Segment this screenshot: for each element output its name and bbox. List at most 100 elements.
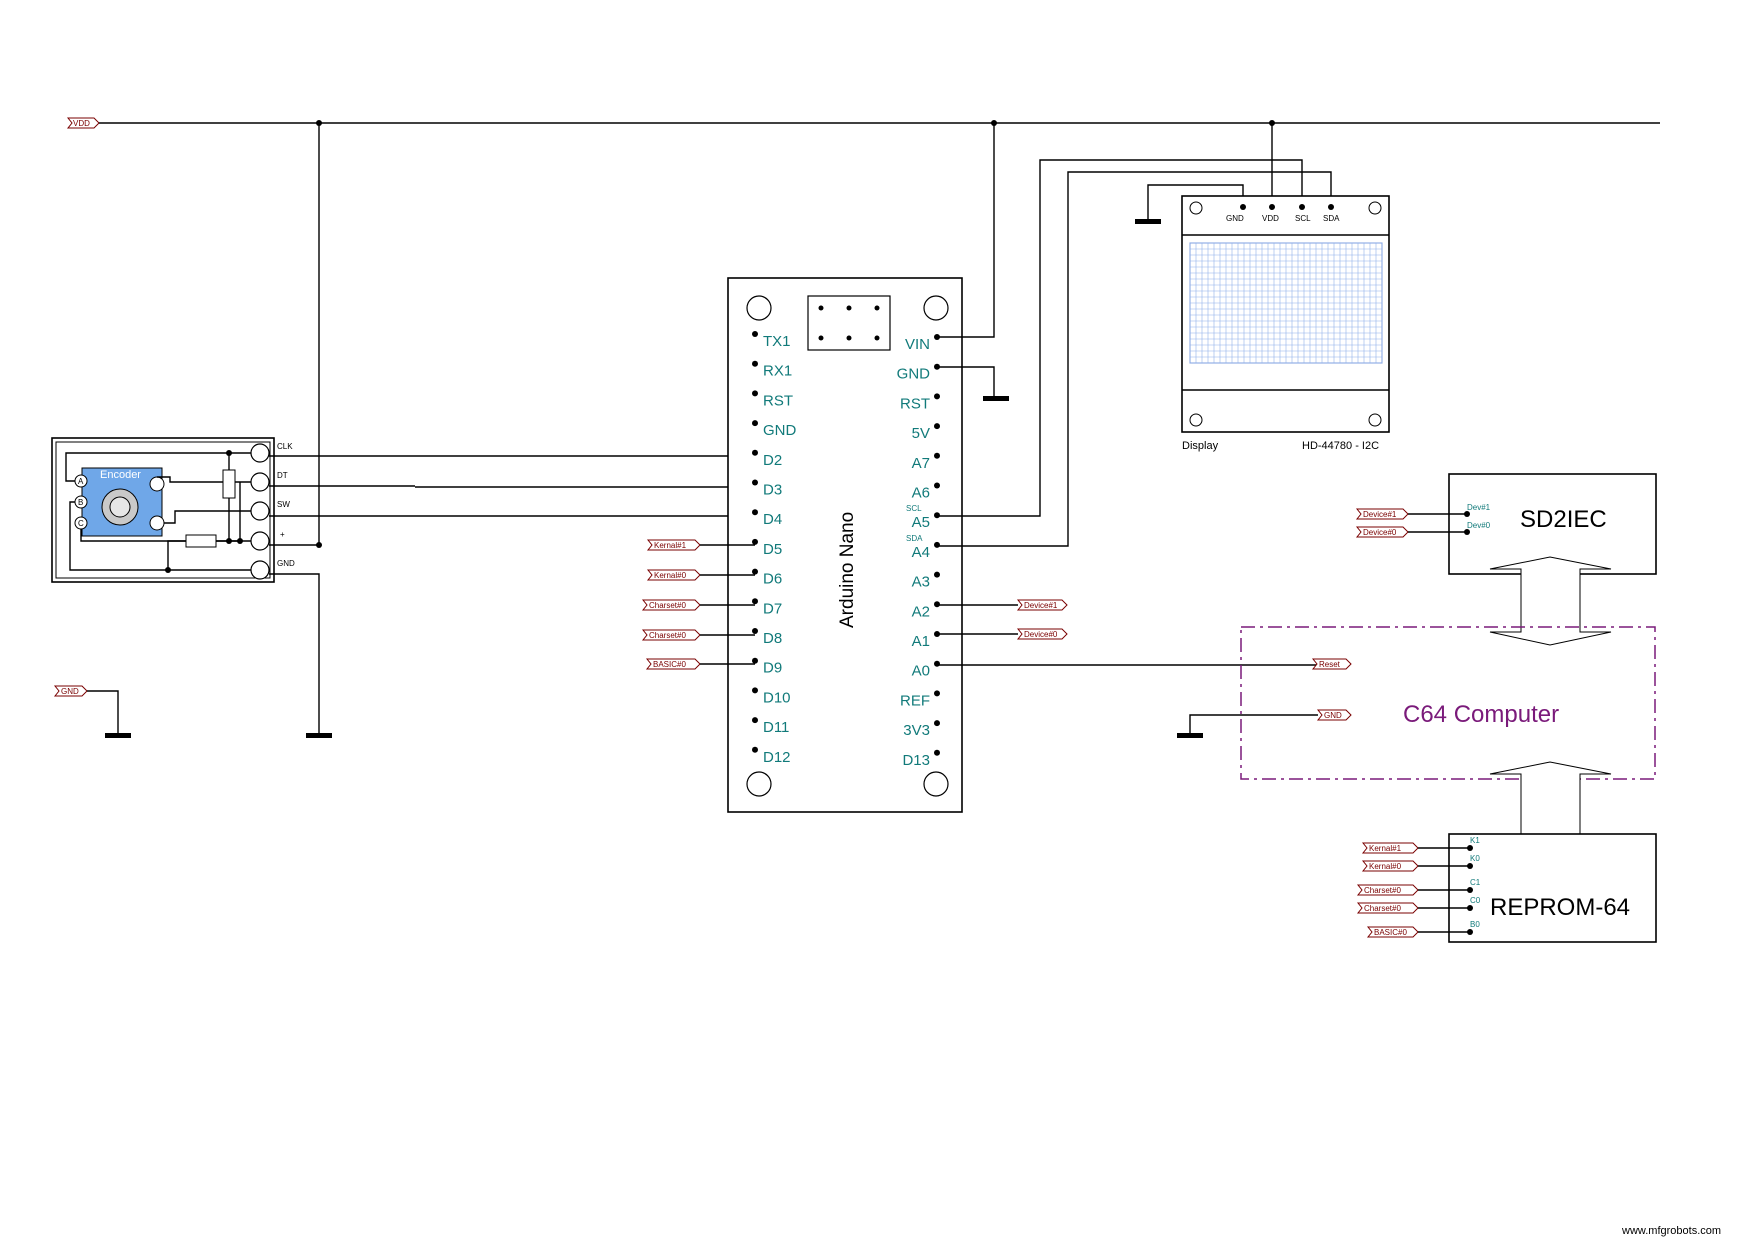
left-flag-basic0: BASIC#0 — [653, 660, 686, 669]
display-pin-scl: SCL — [1295, 214, 1311, 223]
reprom-pin-label: C1 — [1470, 878, 1481, 887]
arduino-right-pin-dot — [934, 720, 940, 727]
arduino-right-pin-label: A7 — [912, 455, 930, 472]
sd2iec-pin-dev1: Dev#1 — [1467, 503, 1491, 512]
arduino-device-flags: Device#1 Device#0 — [937, 599, 1068, 640]
arduino-right-pin-dot — [934, 423, 940, 430]
arduino-scl-note: SCL — [906, 504, 922, 513]
display-pin-vdd: VDD — [1262, 214, 1279, 223]
arduino-left-pin-label: D9 — [763, 660, 782, 677]
reprom-flag — [1356, 884, 1419, 896]
arduino-left-pin-label: GND — [763, 422, 797, 439]
arduino-left-pin-label: D6 — [763, 571, 782, 588]
vdd-rail: VDD — [66, 117, 1660, 129]
arduino-right-pin-label: A1 — [912, 633, 930, 650]
encoder-out-sw: SW — [277, 500, 290, 509]
arduino-left-pin-label: D7 — [763, 600, 782, 617]
arduino-right-pin-label: A3 — [912, 574, 930, 591]
arduino-right-pin-dot — [934, 571, 940, 578]
reprom-flag — [1361, 842, 1419, 854]
arduino-sda-note: SDA — [906, 534, 923, 543]
lcd-display: GND VDD SCL SDA Display HD-44780 - I2C — [1135, 123, 1390, 452]
arduino-left-pin-label: D11 — [763, 719, 789, 736]
arduino-left-pin-dot — [752, 568, 758, 575]
arduino-left-pin-dot — [752, 509, 758, 516]
sd2iec-title: SD2IEC — [1520, 506, 1607, 533]
arduino-left-pin-dot — [752, 657, 758, 664]
arduino-left-pin-label: D10 — [763, 689, 791, 706]
left-flags: Kernal#1 Kernal#0 Charset#0 Charset#0 BA… — [641, 539, 755, 670]
arduino-right-pin-label: D13 — [902, 752, 930, 769]
arduino-left-pin-label: D12 — [763, 749, 791, 766]
encoder-out-gnd: GND — [277, 559, 295, 568]
left-flag-charset0-b: Charset#0 — [649, 631, 686, 640]
display-model-label: HD-44780 - I2C — [1302, 440, 1379, 452]
arduino-right-pin-dot — [934, 482, 940, 489]
c64-flag-gnd: GND — [1324, 711, 1342, 720]
arduino-right-pin-dot — [934, 749, 940, 756]
arduino-left-pin-label: D8 — [763, 630, 782, 647]
arduino-right-pin-label: A5 — [912, 514, 930, 531]
arduino-left-pin-dot — [752, 360, 758, 367]
reprom-flag-label: Charset#0 — [1364, 904, 1401, 913]
encoder-pin-b: B — [78, 498, 83, 507]
encoder-wiring — [269, 123, 755, 738]
arduino-left-pin-dot — [752, 717, 758, 724]
c64-flag-reset: Reset — [1319, 660, 1341, 669]
c64-computer: C64 Computer Reset GND — [1177, 626, 1656, 780]
reprom-flag-label: Kernal#0 — [1369, 862, 1402, 871]
reprom-flag-label: Charset#0 — [1364, 886, 1401, 895]
arduino-right-wiring — [937, 123, 1332, 666]
arduino-right-pin-label: 5V — [912, 425, 930, 442]
arduino-left-pin-dot — [752, 628, 758, 634]
arduino-right-pin-dot — [934, 690, 940, 697]
encoder-pin-c: C — [78, 519, 84, 528]
encoder-out-dt: DT — [277, 471, 288, 480]
display-pin-sda: SDA — [1323, 214, 1340, 223]
arduino-left-pin-label: D4 — [763, 511, 782, 528]
arduino-left-pin-dot — [752, 746, 758, 753]
reprom-pin-label: B0 — [1470, 920, 1480, 929]
reprom-pin-label: K0 — [1470, 854, 1480, 863]
reprom-flag-label: BASIC#0 — [1374, 928, 1407, 937]
reprom-flag — [1361, 860, 1419, 872]
reprom-pin-label: C0 — [1470, 896, 1481, 905]
arduino-right-pin-dot — [934, 660, 940, 667]
encoder-out-plus: + — [280, 530, 285, 539]
gnd-flag-left: GND — [53, 685, 131, 738]
arduino-right-pin-dot — [934, 541, 940, 548]
arduino-left-pin-label: RST — [763, 392, 793, 409]
arduino-left-pin-label: D3 — [763, 482, 782, 499]
sd2iec-module: SD2IEC Dev#1 Dev#0 Device#1 Device#0 — [1355, 473, 1657, 646]
arduino-right-pin-label: REF — [900, 692, 930, 709]
arduino-left-pin-dot — [752, 479, 758, 486]
c64-title: C64 Computer — [1403, 701, 1559, 728]
arduino-right-pin-label: RST — [900, 395, 930, 412]
display-label: Display — [1182, 440, 1219, 452]
arduino-left-pin-dot — [752, 420, 758, 427]
arduino-left-pin-dot — [752, 331, 758, 337]
reprom-flag — [1356, 902, 1419, 914]
sd2iec-pin-dev0: Dev#0 — [1467, 521, 1491, 530]
encoder-out-clk: CLK — [277, 442, 293, 451]
arduino-left-pin-label: RX1 — [763, 363, 792, 380]
left-flag-kernal0: Kernal#0 — [654, 571, 687, 580]
arduino-right-pin-label: A6 — [912, 485, 930, 502]
gnd-flag-label: GND — [61, 687, 79, 696]
arduino-left-pin-label: D2 — [763, 452, 782, 469]
arduino-right-pin-label: 3V3 — [903, 722, 930, 739]
encoder-module: Encoder A B C — [51, 437, 295, 583]
arduino-left-pin-label: TX1 — [763, 333, 791, 350]
arduino-left-pin-dot — [752, 687, 758, 694]
arduino-left-pin-dot — [752, 390, 758, 397]
arduino-right-pin-label: A0 — [912, 663, 930, 680]
arduino-title: Arduino Nano — [837, 512, 858, 628]
encoder-pin-a: A — [78, 477, 84, 486]
vdd-flag-label: VDD — [73, 119, 90, 128]
reprom-flag — [1366, 926, 1419, 938]
encoder-title: Encoder — [100, 469, 141, 481]
